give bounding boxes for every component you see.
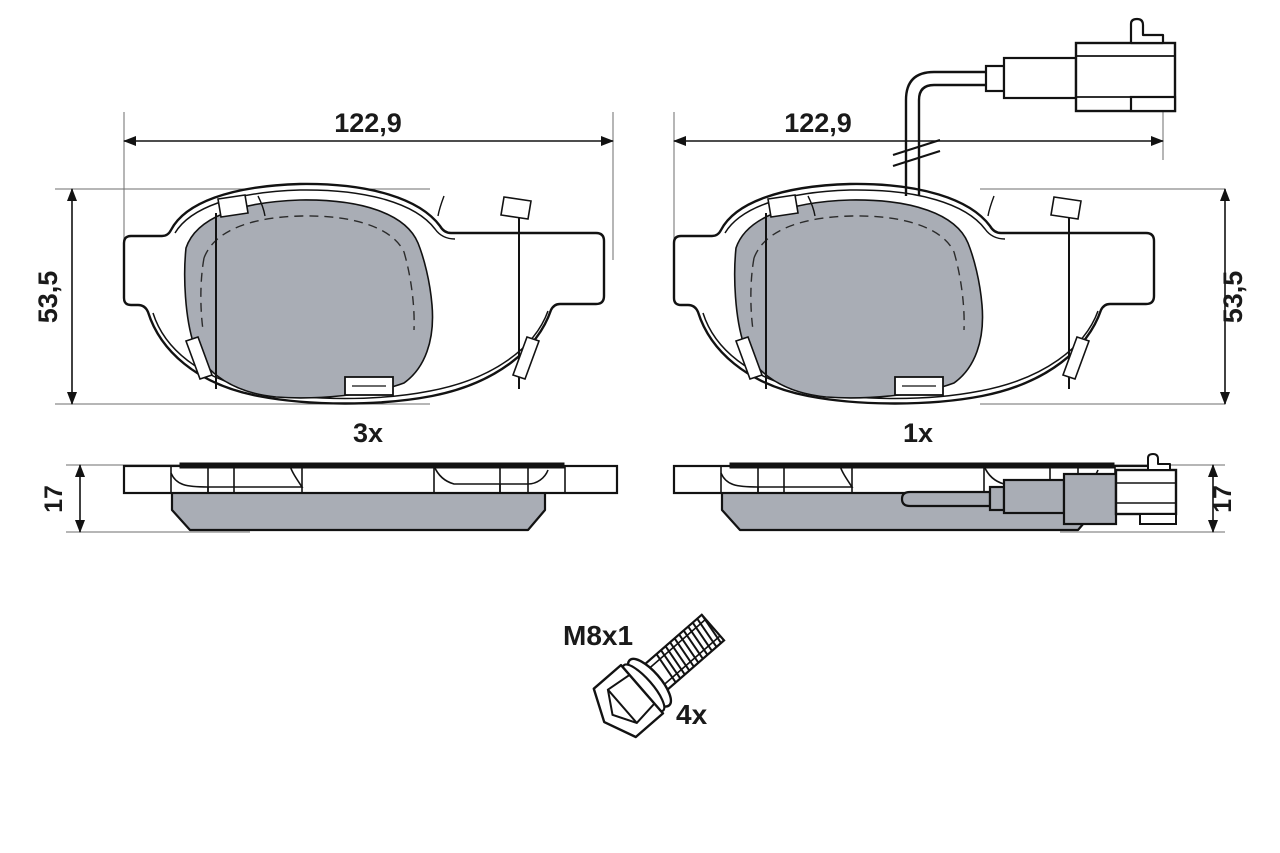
dimension-width-left: 122,9 <box>123 108 614 146</box>
friction-chamfer-dashed-sensor <box>753 215 955 259</box>
dimension-thickness-right-label: 17 <box>1209 485 1237 513</box>
sensor-cable-ferrule <box>984 64 1006 93</box>
dimension-height-left: 53,5 <box>33 188 77 405</box>
pad-side-view-plain: 17 <box>40 462 619 533</box>
sensor-cable-inner <box>917 83 986 196</box>
bolt-hex-head <box>592 663 665 739</box>
sensor-cable-outer <box>904 70 986 196</box>
friction-chamfer-dashed-left-sensor <box>750 257 755 331</box>
side-retaining-clip-left <box>184 335 214 381</box>
connector-latch-tab <box>1129 17 1165 45</box>
side-connector-bottom-key <box>1139 513 1177 525</box>
side-retaining-clip-left-sensor <box>734 335 764 381</box>
pad-front-view-sensor: 122,9 53,5 <box>672 108 1248 448</box>
top-retaining-clip-right-sensor <box>1050 196 1082 220</box>
friction-material <box>183 199 434 399</box>
friction-chamfer-dashed-right-sensor <box>953 251 965 331</box>
friction-material-sensor <box>733 199 984 399</box>
dimension-thickness-left: 17 <box>40 464 85 533</box>
backing-plate-inner-rim <box>152 189 549 400</box>
bottom-center-tab <box>344 376 394 396</box>
connector-bottom-key <box>1129 95 1177 113</box>
side-retaining-clip-right <box>511 335 541 381</box>
side-connector-latch <box>1147 453 1171 471</box>
side-friction-material <box>170 489 547 532</box>
side-sensor-connector <box>1062 453 1178 526</box>
friction-chamfer-dashed-left <box>200 257 205 331</box>
side-shim-strip <box>179 462 565 469</box>
wear-sensor-assembly <box>892 17 1177 196</box>
dimension-width-right-label: 122,9 <box>784 108 852 138</box>
dimension-height-right-label: 53,5 <box>1218 271 1248 324</box>
sensor-connector-barrel <box>1002 56 1078 100</box>
dimension-height-right: 53,5 <box>1218 188 1248 405</box>
pad-side-view-sensor: 17 <box>672 453 1237 533</box>
side-backing-plate <box>122 464 619 495</box>
dimension-thickness-right: 17 <box>1208 464 1237 533</box>
bolt-thread-label: M8x1 <box>563 620 633 651</box>
side-plate-detail-lines <box>170 465 566 493</box>
dimension-thickness-left-label: 17 <box>40 485 68 513</box>
top-score-marks <box>257 195 445 217</box>
pad-front-view-plain: 122,9 53,5 <box>33 108 614 448</box>
dimension-width-left-label: 122,9 <box>334 108 402 138</box>
side-shim-strip-sensor <box>729 462 1115 469</box>
cable-break-symbol <box>892 138 941 168</box>
bolt-hex-facets <box>606 674 656 725</box>
bolt-shank-root-lines <box>644 618 721 689</box>
bolt-quantity-label: 4x <box>676 699 708 730</box>
side-sensor-ferrule <box>988 485 1006 512</box>
mounting-bolt-assembly: M8x1 4x <box>563 613 726 739</box>
top-retaining-clip-left <box>217 194 249 218</box>
side-sensor-cable <box>900 478 1066 515</box>
friction-chamfer-dashed-right <box>403 251 415 331</box>
side-sensor-barrel <box>1002 478 1066 515</box>
top-score-marks-sensor <box>807 195 995 217</box>
bottom-center-tab-sensor <box>894 376 944 396</box>
quantity-label-right: 1x <box>903 418 933 448</box>
quantity-label-left: 3x <box>353 418 383 448</box>
dimension-height-left-label: 53,5 <box>33 271 63 324</box>
friction-chamfer-dashed <box>203 215 405 259</box>
backing-plate-inner-rim-sensor <box>702 189 1099 400</box>
top-retaining-clip-right <box>500 196 532 220</box>
side-retaining-clip-right-sensor <box>1061 335 1091 381</box>
dimension-extension-lines-right-v <box>980 188 1225 405</box>
top-retaining-clip-left-sensor <box>767 194 799 218</box>
